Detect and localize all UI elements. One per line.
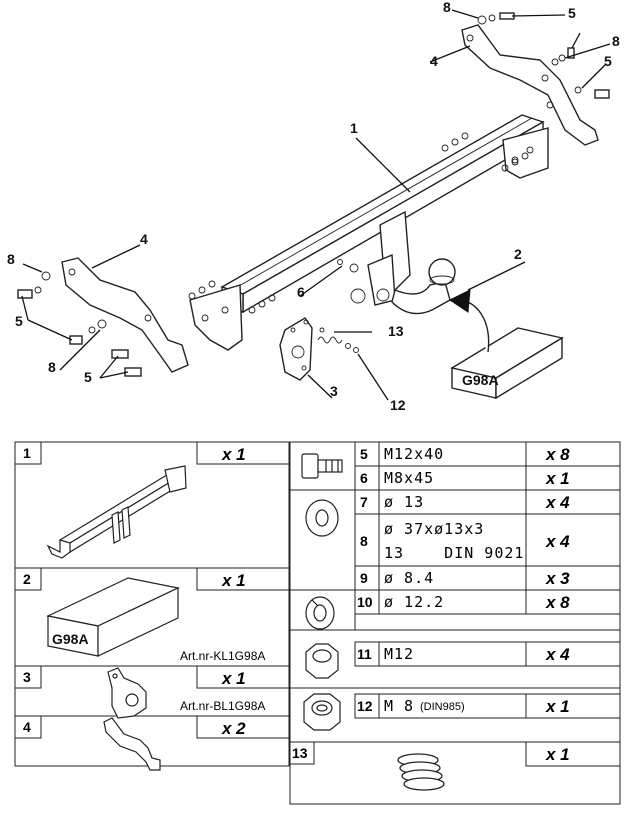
callout-5-top: 5 — [568, 5, 576, 21]
callout-numbers: 1 2 3 4 4 5 5 5 5 6 8 8 8 8 12 13 — [7, 0, 620, 413]
callout-8-bottom: 8 — [48, 359, 56, 375]
row-9-qty: x 3 — [545, 569, 570, 588]
bracket-left-part-4 — [61, 257, 189, 373]
bolt-icon — [301, 453, 343, 479]
row-11-spec: M12 — [384, 645, 414, 663]
row-4-number: 4 — [23, 719, 31, 735]
fasteners — [17, 12, 610, 377]
row-2-number: 2 — [23, 571, 31, 587]
row-5-spec: M12x40 — [384, 445, 444, 463]
part-3-socket-plate-thumbnail — [107, 667, 147, 719]
row-3-qty: x 1 — [221, 669, 246, 688]
part-1-crossbar-thumbnail — [46, 465, 187, 559]
row-5-number: 5 — [360, 446, 368, 462]
row-7-spec: ø 13 — [384, 493, 424, 511]
leader-lines — [21, 9, 611, 401]
row-7-qty: x 4 — [545, 493, 570, 512]
callout-13: 13 — [388, 323, 404, 339]
row-7-number: 7 — [360, 494, 368, 510]
row-4-qty: x 2 — [221, 719, 246, 738]
flat-washer-icon — [305, 499, 339, 537]
row-2-article: Art.nr-KL1G98A — [180, 649, 265, 663]
callout-4-left: 4 — [140, 231, 148, 247]
part-2-box-thumbnail: G98A — [46, 577, 180, 657]
part-2-box-label: G98A — [52, 631, 89, 647]
callout-4-right: 4 — [430, 53, 438, 69]
row-5-qty: x 8 — [545, 445, 570, 464]
parts-list-table: 1 x 1 2 x 1 Art.nr-KL1G98A 3 x 1 Art.nr-… — [14, 441, 621, 805]
socket-plate-part-3 — [279, 317, 313, 381]
row-3-article: Art.nr-BL1G98A — [180, 699, 265, 713]
row-9-spec: ø 8.4 — [384, 569, 434, 587]
row-1-number: 1 — [23, 445, 31, 461]
bracket-right-part-4 — [461, 24, 599, 146]
callout-12: 12 — [390, 397, 406, 413]
callout-5-right: 5 — [604, 53, 612, 69]
row-1-qty: x 1 — [221, 445, 246, 464]
row-8-number: 8 — [360, 533, 368, 549]
callout-6: 6 — [297, 284, 305, 300]
spring-washer-icon — [305, 596, 335, 630]
row-8-qty: x 4 — [545, 532, 570, 551]
row-13-number: 13 — [292, 745, 308, 761]
callout-1: 1 — [350, 120, 358, 136]
row-12-number: 12 — [357, 698, 373, 714]
callout-3: 3 — [330, 383, 338, 399]
row-3-number: 3 — [23, 669, 31, 685]
row-10-qty: x 8 — [545, 593, 570, 612]
row-6-qty: x 1 — [545, 469, 570, 488]
spring-part-13 — [317, 336, 359, 353]
row-6-number: 6 — [360, 470, 368, 486]
row-13-qty: x 1 — [545, 745, 570, 764]
row-2-qty: x 1 — [221, 571, 246, 590]
row-12-qty: x 1 — [545, 697, 570, 716]
row-8-spec: ø 37xø13x3 — [384, 520, 484, 538]
packaging-box: G98A — [449, 289, 564, 400]
tow-ball — [391, 258, 456, 315]
row-9-number: 9 — [360, 570, 368, 586]
hex-nut-icon — [305, 643, 339, 679]
row-10-number: 10 — [357, 594, 373, 610]
lock-nut-icon — [303, 693, 341, 731]
row-12-spec-note: (DIN985) — [420, 701, 465, 713]
coil-spring-icon — [397, 753, 445, 791]
part-4-bracket-thumbnail — [103, 717, 161, 771]
exploded-assembly-diagram: G98A 1 2 3 4 4 5 5 5 5 6 8 — [7, 0, 620, 413]
callout-8-top: 8 — [443, 0, 451, 15]
row-6-spec: M8x45 — [384, 469, 434, 487]
row-11-number: 11 — [357, 646, 372, 662]
row-12-spec: M 8 — [384, 697, 414, 715]
box-label: G98A — [462, 372, 499, 388]
callout-8-right: 8 — [612, 33, 620, 49]
row-10-spec: ø 12.2 — [384, 593, 444, 611]
row-11-qty: x 4 — [545, 645, 570, 664]
callout-2: 2 — [514, 246, 522, 262]
callout-8-left: 8 — [7, 251, 15, 267]
row-8-spec-din: 13 DIN 9021 — [384, 544, 524, 562]
callout-5-left: 5 — [15, 313, 23, 329]
callout-5-bottom: 5 — [84, 369, 92, 385]
